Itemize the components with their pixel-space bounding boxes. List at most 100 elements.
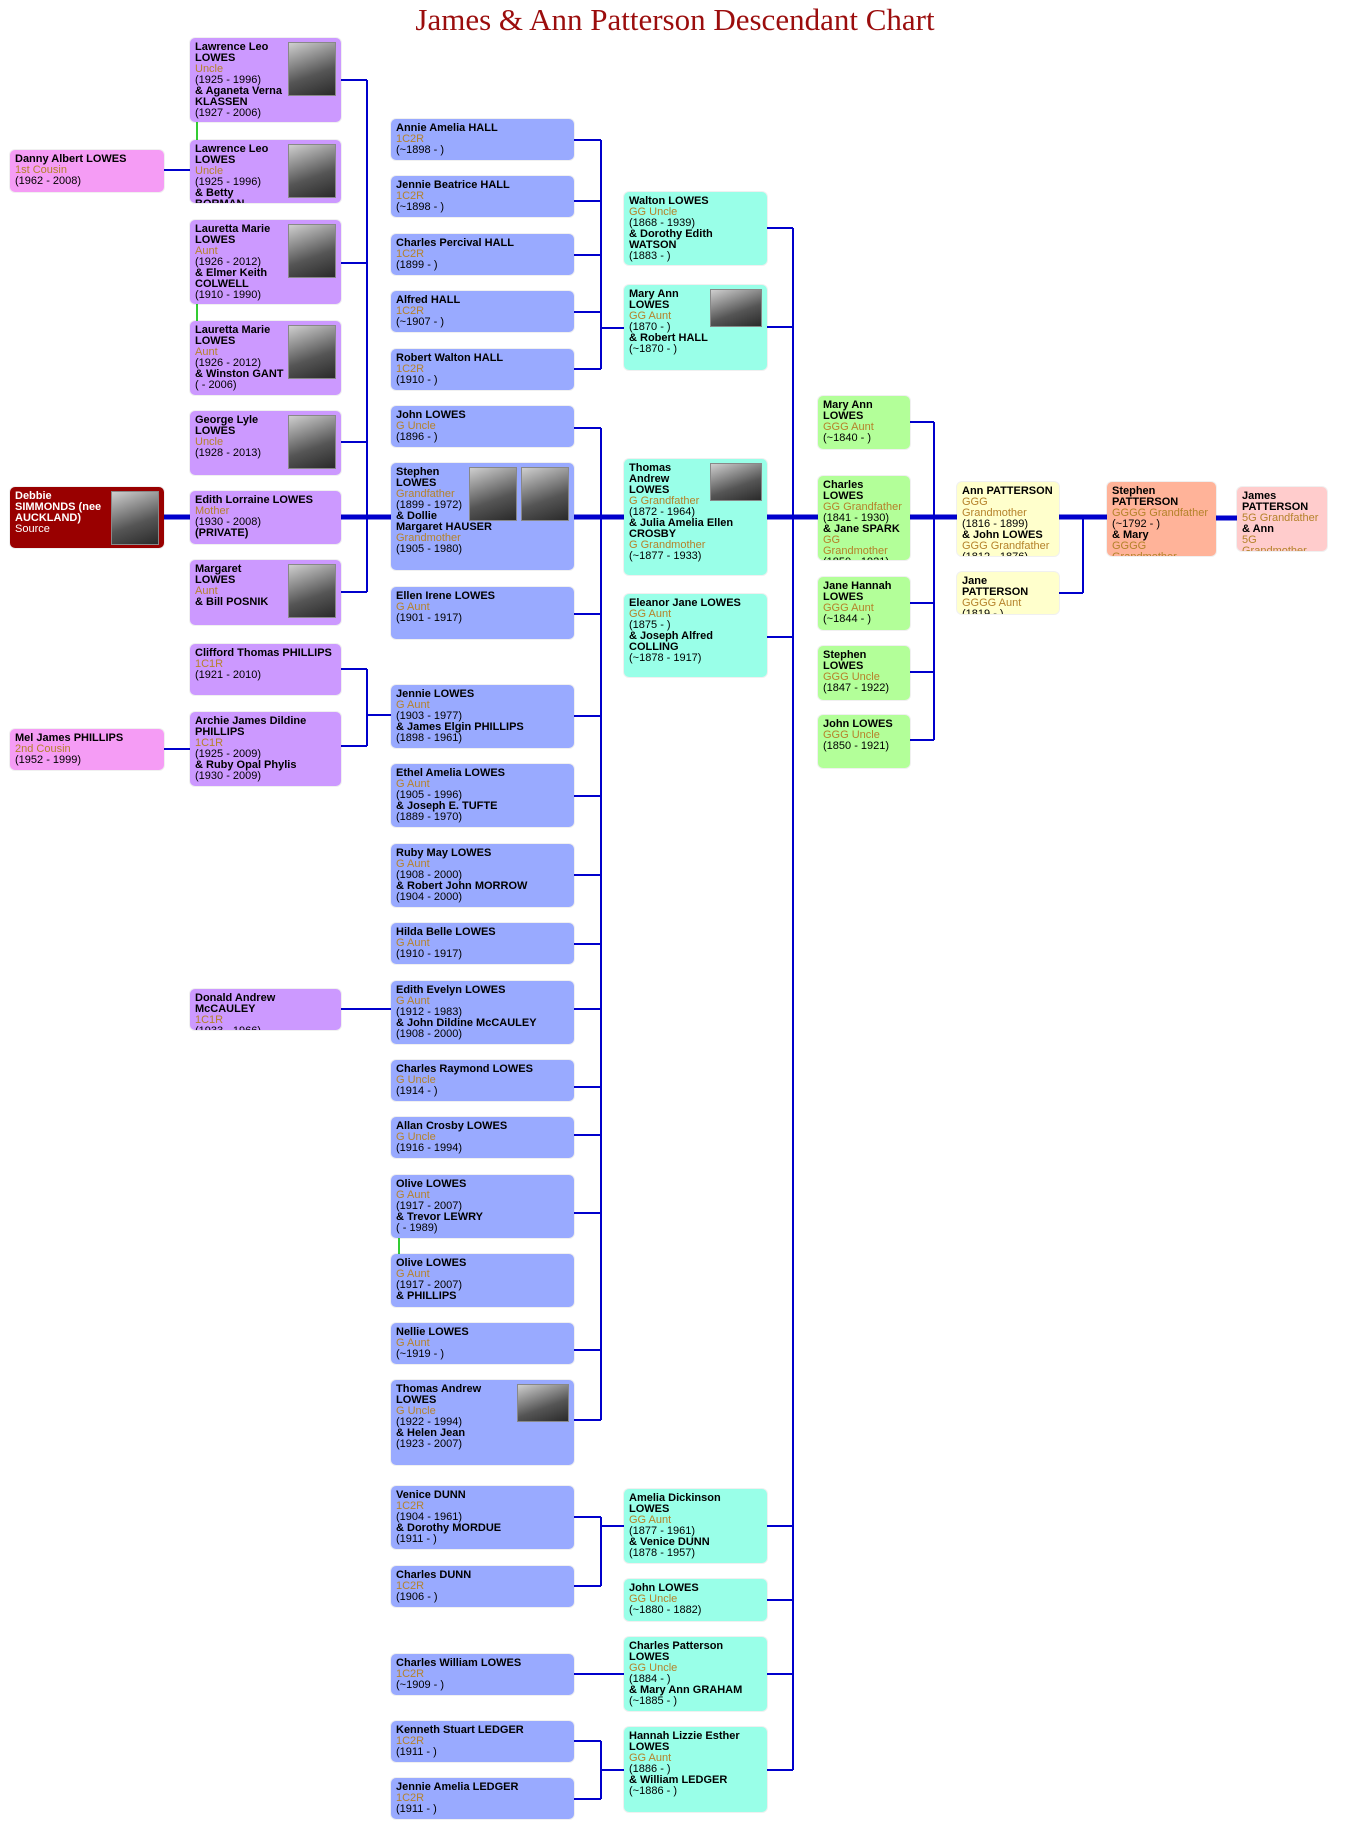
relation-label: Uncle bbox=[195, 63, 224, 75]
life-dates: (1904 - 1961) bbox=[396, 1511, 463, 1523]
person-photo[interactable] bbox=[288, 42, 336, 96]
person-name: John LOWES bbox=[396, 409, 466, 421]
person-name: Mary Ann LOWES bbox=[629, 288, 679, 311]
person-name: Donald Andrew McCAULEY bbox=[195, 992, 276, 1015]
person-photo[interactable] bbox=[710, 289, 762, 327]
person-card[interactable]: Debbie SIMMONDS (nee AUCKLAND)Source bbox=[10, 487, 164, 548]
spouse-name: & Jane SPARK bbox=[823, 523, 900, 535]
spouse-name: & PHILLIPS bbox=[396, 1290, 457, 1302]
relation-label: GG Aunt bbox=[629, 1514, 672, 1526]
person-name: Charles DUNN bbox=[396, 1569, 472, 1581]
relation-label: 1C2R bbox=[396, 1500, 425, 1512]
life-dates: (~1919 - ) bbox=[396, 1348, 444, 1360]
life-dates: (1962 - 2008) bbox=[15, 175, 82, 187]
person-name: Ellen Irene LOWES bbox=[396, 590, 496, 602]
person-name: John LOWES bbox=[823, 718, 893, 730]
person-name: Venice DUNN bbox=[396, 1489, 466, 1501]
person-photo[interactable] bbox=[469, 467, 517, 521]
person-photo[interactable] bbox=[288, 325, 336, 379]
relation-label: Source bbox=[15, 523, 50, 535]
spouse-life-dates: (~1870 - ) bbox=[629, 343, 677, 355]
person-name: Eleanor Jane LOWES bbox=[629, 597, 741, 609]
person-photo[interactable] bbox=[288, 415, 336, 469]
person-name: Olive LOWES bbox=[396, 1257, 467, 1269]
person-photo[interactable] bbox=[710, 463, 762, 501]
person-photo[interactable] bbox=[517, 1384, 569, 1422]
person-photo[interactable] bbox=[111, 491, 159, 545]
person-photo[interactable] bbox=[521, 467, 569, 521]
person-photo[interactable] bbox=[288, 564, 336, 618]
spouse-life-dates: (1850 - 1921) bbox=[823, 557, 905, 561]
person-name: Debbie SIMMONDS (nee AUCKLAND) bbox=[15, 490, 102, 524]
life-dates: (1872 - 1964) bbox=[629, 506, 696, 518]
spouse-life-dates: (1923 - 2007) bbox=[396, 1438, 463, 1450]
spouse-name: & Trevor LEWRY bbox=[396, 1211, 483, 1223]
person-name: Charles Percival HALL bbox=[396, 237, 514, 249]
life-dates: (1928 - 2013) bbox=[195, 447, 262, 459]
person-photo[interactable] bbox=[288, 144, 336, 198]
spouse-name: & Ruby Opal Phylis bbox=[195, 759, 297, 771]
person-photo[interactable] bbox=[288, 224, 336, 278]
life-dates: (1868 - 1939) bbox=[629, 217, 696, 229]
person-name: Archie James Dildine PHILLIPS bbox=[195, 715, 307, 738]
person-name: Stephen PATTERSON bbox=[1112, 485, 1179, 508]
relation-label: G Aunt bbox=[396, 858, 430, 870]
person-name: Kenneth Stuart LEDGER bbox=[396, 1724, 524, 1736]
spouse-name: & Mary Ann GRAHAM bbox=[629, 1684, 743, 1696]
